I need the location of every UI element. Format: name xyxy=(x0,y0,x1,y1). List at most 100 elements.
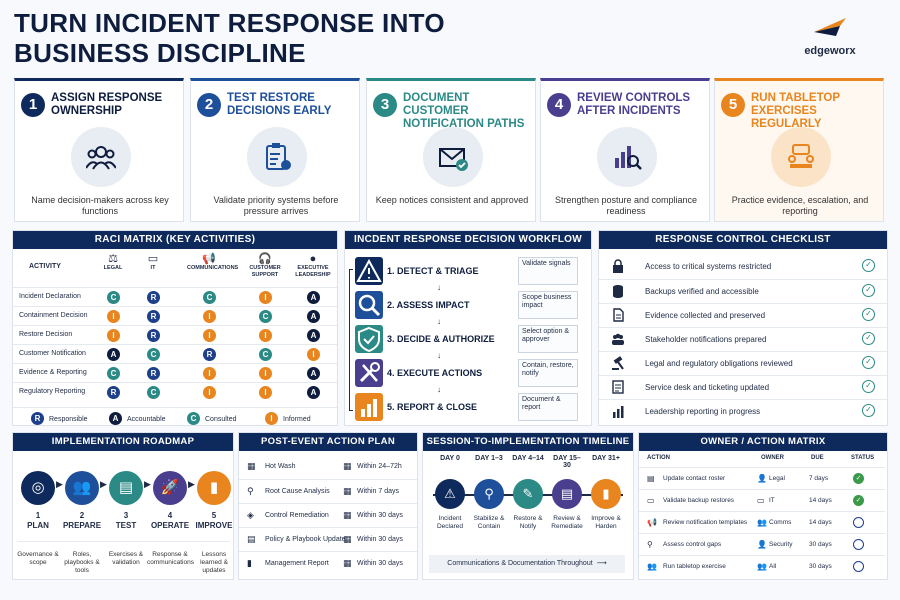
timeline-label: Improve & Harden xyxy=(591,515,621,530)
post-event-row: ▤Policy & Playbook Update▦Within 30 days xyxy=(239,527,417,550)
roadmap-stage-label: PREPARE xyxy=(62,521,102,530)
arrow-down-icon: ↓ xyxy=(437,385,441,394)
check-circle-icon[interactable]: ✓ xyxy=(862,259,875,272)
status-done-icon: ✓ xyxy=(853,495,864,506)
raci-cell: A xyxy=(307,310,320,323)
workflow-step-note: Validate signals xyxy=(518,257,578,285)
logo-mark-icon xyxy=(814,18,846,36)
step-number: 4 xyxy=(547,93,571,117)
raci-col-header: ▭IT xyxy=(131,253,175,272)
workflow-title: INCDENT RESPONSE DECISION WORKFLOW xyxy=(345,231,591,249)
owner-matrix-due: 14 days xyxy=(809,519,832,526)
step-icon-bg xyxy=(71,127,131,187)
owner-matrix-col-status: STATUS xyxy=(851,455,875,461)
raci-cell: I xyxy=(203,367,216,380)
raci-cell: C xyxy=(107,291,120,304)
checklist-text: Stakeholder notifications prepared xyxy=(645,335,767,344)
calendar-icon: ▦ xyxy=(343,461,352,471)
step-title: RUN TABLETOP EXERCISES REGULARLY xyxy=(751,92,840,130)
legend-badge: R xyxy=(31,412,44,425)
raci-col-header: ●EXECUTIVE LEADERSHIP xyxy=(291,253,335,279)
raci-col-activity: ACTIVITY xyxy=(29,263,61,270)
raci-activity: Incident Declaration xyxy=(19,293,81,300)
timeline-icon: ⚲ xyxy=(474,479,504,509)
checklist-title: RESPONSE CONTROL CHECKLIST xyxy=(599,231,887,249)
post-event-action: Root Cause Analysis xyxy=(265,488,330,495)
raci-cell: A xyxy=(307,367,320,380)
workflow-step-note: Scope business impact xyxy=(518,291,578,319)
raci-col-icon: ▭ xyxy=(147,253,159,265)
roadmap-stage-desc: Governance & scope xyxy=(17,551,59,566)
raci-cell: I xyxy=(203,329,216,342)
arrow-right-icon: ▶ xyxy=(188,479,195,489)
people-icon xyxy=(611,332,625,346)
check-circle-icon[interactable]: ✓ xyxy=(862,404,875,417)
workflow-panel: INCDENT RESPONSE DECISION WORKFLOW 1. DE… xyxy=(344,230,592,426)
raci-cell: R xyxy=(107,386,120,399)
action-icon: ▭ xyxy=(647,496,655,505)
checklist-item: Evidence collected and preserved✓ xyxy=(599,303,887,326)
checklist-text: Legal and regulatory obligations reviewe… xyxy=(645,359,793,368)
step-number: 3 xyxy=(373,93,397,117)
workflow-step-label: 5. REPORT & CLOSE xyxy=(387,402,478,412)
step-icon-bg xyxy=(771,127,831,187)
owner-matrix-due: 7 days xyxy=(809,475,829,482)
timeline-label: Incident Declared xyxy=(436,515,463,530)
owner-matrix-owner: Legal xyxy=(769,475,785,482)
raci-col-icon: 🎧 xyxy=(258,253,272,265)
status-done-icon: ✓ xyxy=(853,473,864,484)
chart-magnifier-icon xyxy=(612,142,642,177)
report-chart-icon xyxy=(355,393,383,421)
checklist-item: Service desk and ticketing updated✓ xyxy=(599,375,887,398)
roadmap-stage-num: 2 xyxy=(79,511,85,520)
checklist-item: Leadership reporting in progress✓ xyxy=(599,399,887,422)
raci-activity: Evidence & Reporting xyxy=(19,369,87,376)
raci-col-header: 📢COMMUNICATIONS xyxy=(187,253,238,272)
page-title: TURN INCIDENT RESPONSE INTO BUSINESS DIS… xyxy=(14,8,634,68)
roadmap-stage-icon: 🚀 xyxy=(153,471,187,505)
roadmap-title: IMPLEMENTATION ROADMAP xyxy=(13,433,233,451)
raci-matrix-panel: RACI MATRIX (KEY ACTIVITIES) ACTIVITY⚖LE… xyxy=(12,230,338,426)
raci-cell: R xyxy=(147,367,160,380)
owner-matrix-action: Validate backup restores xyxy=(663,497,735,504)
post-event-action: Hot Wash xyxy=(265,463,296,470)
raci-col-header: ⚖LEGAL xyxy=(91,253,135,272)
roadmap-stage-desc: Roles, playbooks & tools xyxy=(64,551,100,574)
raci-activity: Regulatory Reporting xyxy=(19,388,86,395)
shield-check-icon xyxy=(355,325,383,353)
check-circle-icon[interactable]: ✓ xyxy=(862,308,875,321)
check-circle-icon[interactable]: ✓ xyxy=(862,356,875,369)
owner-icon: 👤 xyxy=(757,474,767,483)
owner-icon: 👥 xyxy=(757,518,767,527)
check-circle-icon[interactable]: ✓ xyxy=(862,284,875,297)
step-number: 5 xyxy=(721,93,745,117)
workflow-step-note: Contain, restore, notify xyxy=(518,359,578,387)
post-event-when: Within 24–72h xyxy=(357,463,402,470)
post-event-row: ▮Management Report▦Within 30 days xyxy=(239,551,417,574)
raci-activity: Customer Notification xyxy=(19,350,86,357)
workflow-step-note: Document & report xyxy=(518,393,578,421)
workflow-step-label: 1. DETECT & TRIAGE xyxy=(387,266,479,276)
check-circle-icon[interactable]: ✓ xyxy=(862,380,875,393)
step-description: Practice evidence, escalation, and repor… xyxy=(731,195,869,216)
check-circle-icon[interactable]: ✓ xyxy=(862,332,875,345)
owner-matrix-due: 14 days xyxy=(809,497,832,504)
checklist-item: Access to critical systems restricted✓ xyxy=(599,255,887,278)
raci-col-icon: ● xyxy=(309,253,317,265)
raci-cell: I xyxy=(259,329,272,342)
post-event-when: Within 30 days xyxy=(357,512,403,519)
timeline-day: DAY 15–30 xyxy=(553,455,581,469)
owner-matrix-action: Review notification templates xyxy=(663,519,748,526)
